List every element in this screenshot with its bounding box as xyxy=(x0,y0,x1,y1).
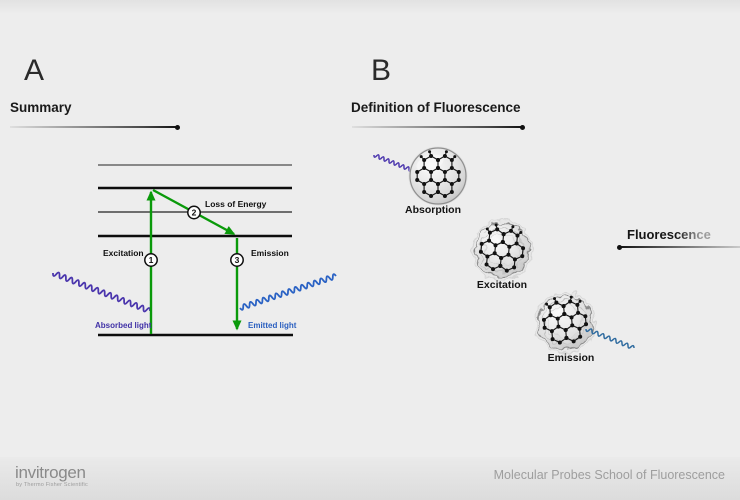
loss-of-energy-label: Loss of Energy xyxy=(205,199,267,209)
emission-molecule xyxy=(534,291,635,353)
outgoing-photon-wave xyxy=(585,328,635,349)
molecular-lattice xyxy=(478,223,526,273)
excitation-molecule xyxy=(471,219,533,281)
svg-text:2: 2 xyxy=(192,208,197,218)
step-badge-3: 3 xyxy=(230,253,244,267)
emitted-light-wave xyxy=(239,273,337,311)
incoming-photon-wave xyxy=(373,154,415,172)
invitrogen-logo-subtext: by Thermo Fisher Scientific xyxy=(16,482,88,488)
excitation-caption: Excitation xyxy=(476,279,528,291)
underline-end-dot xyxy=(520,124,525,130)
footer-bar xyxy=(0,457,740,500)
invitrogen-logo: invitrogen xyxy=(15,463,86,482)
course-title: Molecular Probes School of Fluorescence xyxy=(493,468,725,482)
excitation-label: Excitation xyxy=(103,248,144,258)
svg-text:3: 3 xyxy=(235,255,240,265)
underline-end-dot xyxy=(175,124,180,130)
absorbed-light-label: Absorbed light xyxy=(95,321,152,330)
step-badge-2: 2 xyxy=(187,205,201,220)
absorption-caption: Absorption xyxy=(405,204,461,216)
panel-a-letter: A xyxy=(24,54,45,87)
fluorescence-underline xyxy=(617,244,740,250)
panel-a-heading: Summary xyxy=(10,100,72,115)
panel-b-heading: Definition of Fluorescence xyxy=(351,100,521,115)
top-letterbox-strip xyxy=(0,0,740,14)
step-badge-1: 1 xyxy=(144,253,158,267)
emission-caption: Emission xyxy=(547,352,595,364)
svg-text:1: 1 xyxy=(149,255,154,265)
molecular-lattice xyxy=(415,150,461,198)
emitted-light-label: Emitted light xyxy=(248,321,297,330)
panel-b-underline xyxy=(352,124,525,130)
absorption-molecule xyxy=(373,146,468,206)
fluorescence-heading: Fluorescence xyxy=(627,227,711,242)
absorbed-light-wave xyxy=(52,271,151,313)
panel-b-letter: B xyxy=(371,54,392,87)
jablonski-diagram: 1 2 3 Excitation Emission Loss of Energy… xyxy=(52,164,337,337)
emission-label: Emission xyxy=(251,248,289,258)
molecular-lattice xyxy=(541,295,589,345)
panel-a-underline xyxy=(10,124,180,130)
underline-start-dot xyxy=(617,244,622,250)
